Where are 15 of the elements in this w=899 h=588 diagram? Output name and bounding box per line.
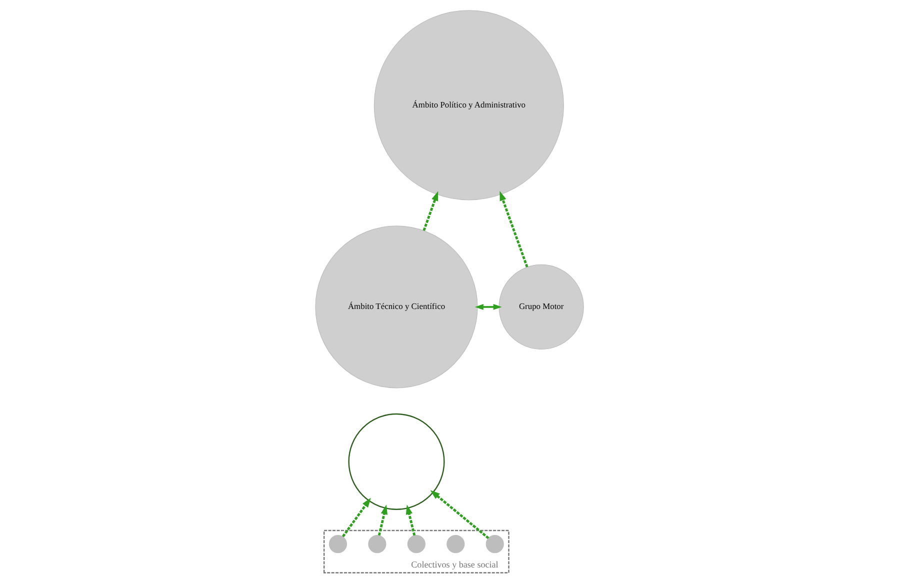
arrow xyxy=(378,504,388,536)
arrow xyxy=(474,304,502,310)
node-circle xyxy=(328,535,347,554)
arrow xyxy=(342,498,371,538)
arrow xyxy=(430,490,490,540)
node-circle xyxy=(446,535,465,554)
node-circle: Grupo Motor xyxy=(498,264,584,350)
node-circle: Ámbito Técnico y Científico xyxy=(315,226,478,388)
arrow xyxy=(422,191,438,231)
node-circle xyxy=(407,535,426,554)
arrow xyxy=(406,504,416,536)
cluster: Colectivos y base social xyxy=(323,530,510,574)
arrow xyxy=(500,191,528,268)
node-circle xyxy=(368,535,386,554)
node-circle xyxy=(486,535,504,554)
